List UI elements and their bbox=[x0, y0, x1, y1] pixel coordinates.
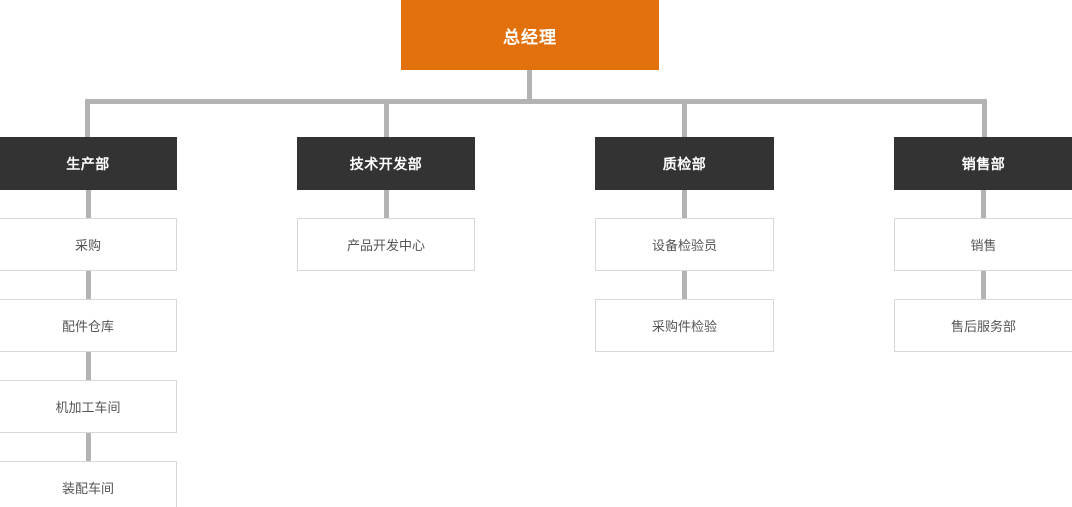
org-node-sub-1-2-label: 配件仓库 bbox=[61, 319, 114, 334]
org-node-sub-4-2[interactable]: 售后服务部 bbox=[894, 299, 1072, 352]
org-node-department-1[interactable]: 生产部 bbox=[0, 137, 177, 190]
org-node-sub-1-4[interactable]: 装配车间 bbox=[0, 461, 177, 507]
org-node-sub-1-2[interactable]: 配件仓库 bbox=[0, 299, 177, 352]
org-node-sub-3-2[interactable]: 采购件检验 bbox=[595, 299, 774, 352]
connector-column-4-link-2 bbox=[894, 271, 1072, 299]
org-node-sub-1-3[interactable]: 机加工车间 bbox=[0, 380, 177, 433]
org-node-sub-1-1-label: 采购 bbox=[74, 238, 101, 253]
org-node-sub-2-1[interactable]: 产品开发中心 bbox=[297, 218, 475, 271]
connector-drop-column-4 bbox=[982, 99, 987, 137]
org-column-3: 质检部 设备检验员 采购件检验 bbox=[595, 137, 774, 352]
connector-column-1-link-1 bbox=[0, 190, 177, 218]
connector-horizontal-bus bbox=[85, 99, 986, 104]
connector-drop-column-3 bbox=[682, 99, 687, 137]
connector-column-3-link-2 bbox=[595, 271, 774, 299]
org-node-sub-2-1-label: 产品开发中心 bbox=[346, 238, 425, 253]
connector-column-1-link-3 bbox=[0, 352, 177, 380]
connector-root-stem bbox=[527, 70, 532, 101]
connector-column-1-link-2 bbox=[0, 271, 177, 299]
connector-drop-column-2 bbox=[384, 99, 389, 137]
org-node-department-4-label: 销售部 bbox=[961, 155, 1006, 172]
org-node-department-4[interactable]: 销售部 bbox=[894, 137, 1072, 190]
org-node-root-label: 总经理 bbox=[503, 27, 557, 47]
connector-column-4-link-1 bbox=[894, 190, 1072, 218]
org-node-department-2[interactable]: 技术开发部 bbox=[297, 137, 475, 190]
org-node-sub-4-1-label: 销售 bbox=[970, 238, 997, 253]
org-node-sub-4-1[interactable]: 销售 bbox=[894, 218, 1072, 271]
connector-drop-column-1 bbox=[85, 99, 90, 137]
org-column-1: 生产部 采购 配件仓库 机加工车间 装配车间 bbox=[0, 137, 177, 507]
org-node-sub-3-1-label: 设备检验员 bbox=[651, 238, 717, 253]
org-node-department-2-label: 技术开发部 bbox=[349, 155, 423, 172]
org-node-department-3[interactable]: 质检部 bbox=[595, 137, 774, 190]
org-node-sub-1-4-label: 装配车间 bbox=[61, 481, 114, 496]
org-node-sub-3-2-label: 采购件检验 bbox=[651, 319, 717, 334]
org-node-sub-1-1[interactable]: 采购 bbox=[0, 218, 177, 271]
org-node-sub-1-3-label: 机加工车间 bbox=[55, 400, 121, 415]
connector-column-2-link-1 bbox=[297, 190, 475, 218]
connector-column-3-link-1 bbox=[595, 190, 774, 218]
org-column-4: 销售部 销售 售后服务部 bbox=[894, 137, 1072, 352]
org-node-sub-3-1[interactable]: 设备检验员 bbox=[595, 218, 774, 271]
org-node-sub-4-2-label: 售后服务部 bbox=[950, 319, 1016, 334]
org-node-department-3-label: 质检部 bbox=[662, 155, 707, 172]
org-column-2: 技术开发部 产品开发中心 bbox=[297, 137, 475, 271]
connector-column-1-link-4 bbox=[0, 433, 177, 461]
org-node-department-1-label: 生产部 bbox=[66, 155, 110, 172]
org-node-root[interactable]: 总经理 bbox=[401, 0, 659, 70]
